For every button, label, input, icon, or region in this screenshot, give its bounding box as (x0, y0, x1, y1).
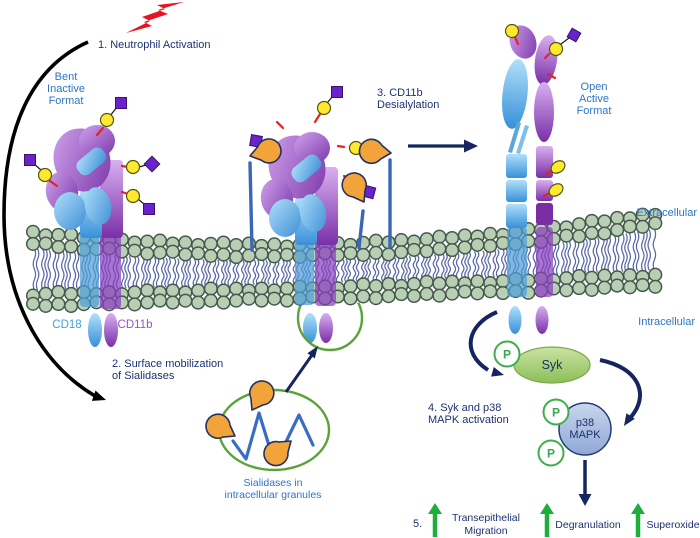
increase-arrowhead-degranulation (540, 503, 554, 514)
outcome-degranulation: Degranulation (555, 519, 621, 531)
step5-label: 5. (413, 518, 422, 530)
lightning-bolt-icon (126, 2, 184, 33)
cd11b-tail-mid-complex (319, 313, 333, 343)
bent-format-label-3: Format (49, 95, 84, 107)
glycans-open-complex (504, 23, 582, 198)
outcome-migration-1: Transepithelial (452, 512, 520, 524)
intracellular-label: Intracellular (638, 316, 695, 328)
bent-format-label-1: Bent (55, 71, 78, 83)
cd11b-tail-open-complex (535, 306, 549, 334)
granule-mobilization-arrowhead (307, 346, 318, 359)
tail-to-syk-arrowhead (491, 367, 504, 377)
phospho-circle-p38-top (542, 398, 570, 426)
transmembrane-segments (80, 227, 553, 309)
granule-sialidase-strand (280, 413, 315, 452)
syk-to-p38-arrow (599, 358, 642, 420)
intracellular-protein-tails (88, 284, 549, 352)
granule-label-1: Sialidases in (244, 477, 303, 489)
tail-to-syk-arrow (468, 310, 498, 372)
syk-to-p38-arrowhead (624, 413, 635, 426)
phospho-circle-syk (493, 340, 521, 368)
open-format-label-1: Open (581, 81, 608, 93)
granule-label-2: intracellular granules (225, 489, 322, 501)
granule-mobilization-arrow (284, 354, 314, 393)
cell-membrane-lipid-bilayer (25, 206, 663, 314)
open-format-label-2: Active (579, 93, 609, 105)
open-format-label-3: Format (577, 105, 612, 117)
phospho-label-syk: P (503, 348, 511, 362)
outcome-migration-2: Migration (464, 525, 507, 537)
sialidase-stalk (357, 209, 365, 250)
p38-output-arrowhead (578, 494, 592, 506)
step1-label: 1. Neutrophil Activation (98, 39, 211, 51)
sialidase-icon (357, 137, 393, 166)
step3-label-1: 3. CD11b (377, 87, 423, 99)
activation-curve-arrow (2, 40, 96, 398)
extracellular-label: Extracellular (636, 207, 697, 219)
cd11b-tail-left-complex (104, 313, 118, 347)
p38-label-2: MAPK (569, 429, 601, 441)
step4-label-1: 4. Syk and p38 (428, 402, 501, 414)
cd11b-label: CD11b (118, 319, 153, 331)
step2-label-2: of Sialidases (112, 370, 175, 382)
glycans-left-complex (24, 97, 161, 215)
cd18-tail-mid-complex (303, 313, 317, 343)
step2-label-1: 2. Surface mobilization (112, 358, 223, 370)
sialidase-stalk (248, 161, 254, 252)
cd18-tail-left-complex (88, 313, 102, 347)
activation-curve-arrowhead (91, 390, 106, 401)
intracellular-granule (200, 375, 331, 472)
increase-arrowhead-superoxide (631, 503, 645, 514)
p38-label-1: p38 (576, 417, 594, 429)
phospho-label-p38-top: P (552, 406, 560, 420)
phospho-label-p38-bottom: P (547, 447, 555, 461)
cd18-tail-open-complex (508, 306, 522, 334)
desialylation-arrowhead (464, 139, 478, 153)
open-integrin (502, 25, 558, 228)
step3-label-2: Desialylation (377, 99, 439, 111)
granule-sialidase-strand (231, 411, 273, 461)
membrane-sialidases (246, 135, 393, 252)
phospho-circle-p38-bottom (537, 439, 565, 467)
increase-arrowhead-migration (428, 503, 442, 514)
bent-format-label-2: Inactive (47, 83, 85, 95)
syk-label: Syk (542, 358, 564, 372)
bent-integrin-left (42, 120, 123, 238)
step4-label-2: MAPK activation (428, 414, 509, 426)
outcome-superoxide: Superoxide (646, 519, 699, 531)
arrows (2, 40, 645, 537)
p38-mapk-protein (558, 402, 612, 456)
cd18-label: CD18 (52, 319, 81, 331)
